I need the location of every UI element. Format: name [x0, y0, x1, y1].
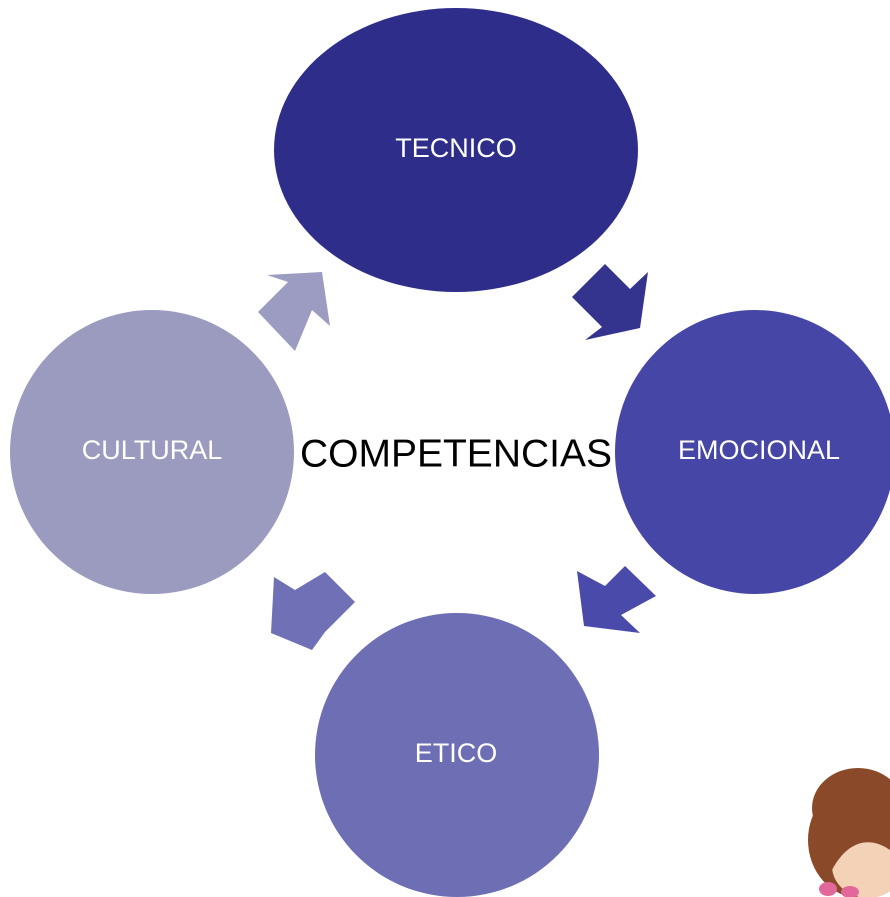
node-etico: [315, 613, 599, 897]
label-cultural: CULTURAL: [82, 435, 223, 465]
node-emocional: [615, 310, 890, 594]
arrow-tecnico-to-emocional: [572, 264, 648, 340]
cartoon-girl-icon: [808, 768, 890, 897]
label-etico: ETICO: [415, 738, 498, 768]
arrow-cultural-to-tecnico: [258, 272, 330, 351]
node-tecnico: [274, 8, 638, 292]
girl-hair-bangs: [826, 804, 890, 870]
label-tecnico: TECNICO: [395, 133, 517, 163]
center-label-competencias: COMPETENCIAS: [300, 432, 612, 475]
girl-bow-right: [841, 886, 859, 897]
label-emocional: EMOCIONAL: [678, 435, 840, 465]
node-cultural: [10, 310, 294, 594]
arrow-emocional-to-etico: [577, 566, 656, 633]
girl-bow-left: [819, 882, 837, 896]
arrow-etico-to-cultural: [271, 572, 355, 650]
